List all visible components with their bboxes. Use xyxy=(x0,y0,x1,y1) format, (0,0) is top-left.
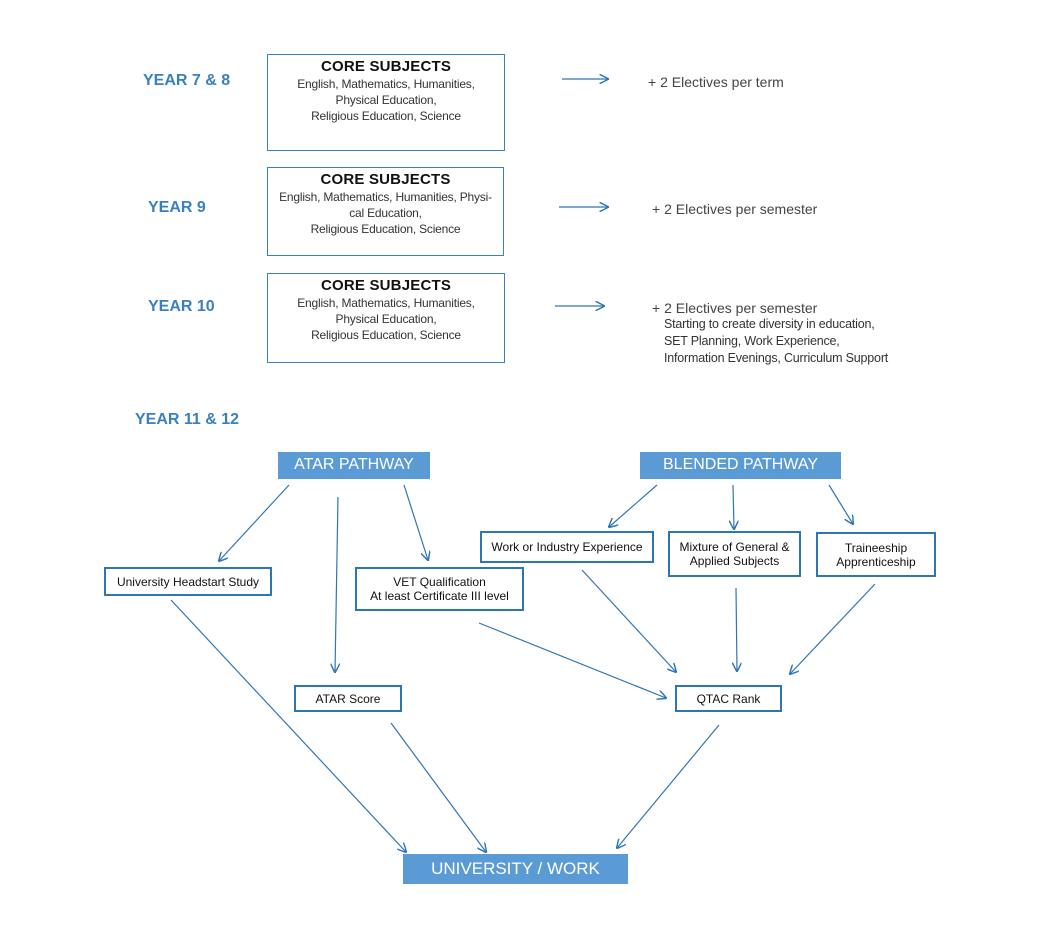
arrow-atar-score-to-destination xyxy=(390,722,486,852)
note-line: Starting to create diversity in educatio… xyxy=(664,317,875,331)
core-subjects-box-y9: CORE SUBJECTS English, Mathematics, Huma… xyxy=(267,167,504,256)
box-label: Apprenticeship xyxy=(836,554,916,569)
electives-y10: + 2 Electives per semester xyxy=(652,300,818,316)
core-subjects-line: Religious Education, Science xyxy=(311,328,461,342)
arrow-work-exp-to-qtac xyxy=(581,569,676,672)
work-industry-experience-box: Work or Industry Experience xyxy=(480,531,654,563)
electives-y78: + 2 Electives per term xyxy=(648,74,784,90)
arrow-blended-to-mixture xyxy=(733,484,734,529)
year-9-label: YEAR 9 xyxy=(148,199,206,216)
year-10-notes: Starting to create diversity in educatio… xyxy=(664,316,888,367)
box-label: Work or Industry Experience xyxy=(491,540,643,554)
box-label: ATAR Score xyxy=(315,691,381,706)
box-label: VET Qualification xyxy=(393,575,486,589)
core-subjects-title: CORE SUBJECTS xyxy=(320,277,452,294)
year-11-12-label: YEAR 11 & 12 xyxy=(135,411,240,428)
core-subjects-box-y10: CORE SUBJECTS English, Mathematics, Huma… xyxy=(267,273,505,363)
year-7-8-label: YEAR 7 & 8 xyxy=(143,72,231,89)
arrow-atar-to-vet xyxy=(403,484,428,560)
core-subjects-line: English, Mathematics, Humanities, Physi- xyxy=(279,190,492,204)
core-subjects-title: CORE SUBJECTS xyxy=(320,171,451,188)
core-subjects-title: CORE SUBJECTS xyxy=(320,58,452,75)
arrow-blended-to-work-exp xyxy=(609,484,658,527)
mixture-subjects-box: Mixture of General & Applied Subjects xyxy=(668,531,801,577)
box-label: QTAC Rank xyxy=(696,691,761,706)
note-line: SET Planning, Work Experience, xyxy=(664,334,840,348)
arrow-qtac-to-destination xyxy=(617,724,720,848)
university-headstart-box: University Headstart Study xyxy=(104,567,272,596)
core-subjects-line: Religious Education, Science xyxy=(310,222,461,236)
year-10-label: YEAR 10 xyxy=(148,298,215,315)
core-subjects-line: cal Education, xyxy=(349,206,422,220)
traineeship-box: Traineeship Apprenticeship xyxy=(816,532,936,577)
electives-y9: + 2 Electives per semester xyxy=(652,201,818,217)
arrow-vet-to-qtac xyxy=(478,622,666,698)
arrow-mixture-to-qtac xyxy=(736,587,737,671)
core-subjects-line: English, Mathematics, Humanities, xyxy=(297,77,475,91)
qtac-rank-box: QTAC Rank xyxy=(675,685,782,712)
core-subjects-line: English, Mathematics, Humanities, xyxy=(297,296,475,310)
arrow-blended-to-trainee xyxy=(828,484,853,524)
atar-score-box: ATAR Score xyxy=(294,685,402,712)
box-label: At least Certificate III level xyxy=(370,589,509,603)
university-work-destination: UNIVERSITY / WORK xyxy=(403,854,628,884)
core-subjects-box-y78: CORE SUBJECTS English, Mathematics, Huma… xyxy=(267,54,505,151)
blended-pathway-header: BLENDED PATHWAY xyxy=(640,452,841,479)
note-line: Information Evenings, Curriculum Support xyxy=(664,351,889,365)
core-subjects-line: Physical Education, xyxy=(335,93,437,107)
core-subjects-line: Religious Education, Science xyxy=(311,109,461,123)
arrow-atar-to-headstart xyxy=(219,484,290,561)
arrow-trainee-to-qtac xyxy=(790,583,876,674)
arrow-headstart-to-destination xyxy=(170,599,406,852)
vet-qualification-box: VET Qualification At least Certificate I… xyxy=(355,567,524,611)
atar-pathway-header: ATAR PATHWAY xyxy=(278,452,430,479)
box-label: University Headstart Study xyxy=(116,574,260,589)
core-subjects-line: Physical Education, xyxy=(335,312,437,326)
box-label: Applied Subjects xyxy=(689,554,780,568)
box-label: Traineeship xyxy=(844,540,908,555)
box-label: Mixture of General & xyxy=(679,540,790,554)
arrow-atar-to-atar-score xyxy=(335,496,338,672)
